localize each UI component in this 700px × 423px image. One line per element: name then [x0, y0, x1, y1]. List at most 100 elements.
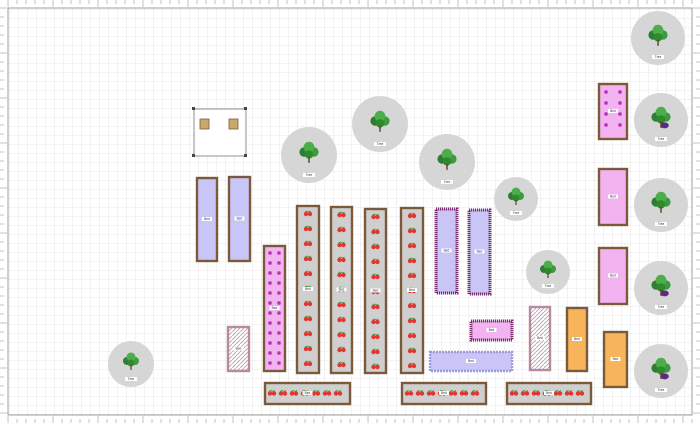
bed-label: Bed [537, 336, 543, 340]
tree-label: Tree [545, 284, 552, 288]
garden-bed[interactable]: Bed [597, 167, 629, 227]
selected-object[interactable] [192, 107, 247, 157]
garden-bed[interactable]: Bed [262, 244, 287, 373]
leaf-icon [338, 241, 345, 244]
tomato-icon [303, 226, 309, 232]
tomato-icon [411, 363, 417, 369]
tomato-icon [307, 331, 313, 337]
leaf-icon [338, 211, 345, 214]
tomato-icon [337, 347, 342, 353]
tree-label-bg [655, 305, 667, 309]
resize-handle[interactable] [244, 107, 247, 110]
shrub-icon [374, 110, 386, 122]
leaf-icon [408, 272, 416, 275]
tomato-icon [341, 362, 346, 368]
leaf-icon [323, 390, 331, 392]
leaf-icon [554, 390, 562, 392]
tomato-icon [411, 213, 417, 219]
bed-label-bg [370, 288, 381, 293]
tomato-icon [407, 213, 413, 219]
garden-bed[interactable]: Bed [602, 330, 629, 389]
crate-icon[interactable] [199, 118, 210, 130]
shrub-icon [655, 274, 667, 286]
bed-label-bg [608, 273, 618, 278]
resize-handle[interactable] [192, 107, 195, 110]
eggplant-icon [660, 373, 669, 380]
garden-bed[interactable]: Bed [195, 176, 219, 263]
bed-label-bg [233, 346, 244, 351]
tree[interactable]: Tree [634, 344, 688, 398]
tomato-icon [430, 391, 436, 396]
tree[interactable]: Tree [634, 261, 688, 315]
bed-label: Bed [339, 288, 345, 292]
bed-label: Bed [444, 249, 450, 253]
tomato-icon [407, 363, 413, 369]
tree[interactable]: Tree [108, 341, 154, 387]
tree-label: Tree [658, 388, 665, 392]
tree[interactable]: Tree [352, 96, 408, 152]
leaf-icon [304, 240, 312, 243]
tomato-icon [293, 391, 299, 396]
tree[interactable]: Tree [281, 127, 337, 183]
leaf-icon [279, 390, 287, 392]
tree[interactable]: Tree [494, 177, 538, 221]
flower-icon [269, 342, 271, 344]
tree[interactable]: Tree [631, 11, 685, 65]
bed-label-bg [544, 391, 554, 395]
garden-bed[interactable]: Bed [263, 381, 352, 406]
tomato-icon [341, 332, 346, 338]
garden-bed[interactable]: Bed [295, 204, 321, 375]
flower-icon [269, 322, 271, 324]
garden-bed[interactable]: Bed [227, 175, 252, 263]
leaf-icon [304, 225, 312, 228]
tomato-icon [371, 364, 376, 370]
crate-icon[interactable] [228, 118, 239, 130]
tree[interactable]: Tree [526, 250, 570, 294]
tomato-icon [307, 316, 313, 322]
tomato-icon [282, 391, 288, 396]
leaf-icon [408, 347, 416, 350]
garden-bed[interactable]: Bed [329, 205, 354, 375]
tree[interactable]: Tree [634, 178, 688, 232]
garden-bed[interactable]: Bed [400, 381, 488, 406]
tree-label: Tree [444, 180, 451, 184]
tree[interactable]: Tree [419, 134, 475, 190]
resize-handle[interactable] [244, 154, 247, 157]
tomato-icon [289, 391, 295, 396]
tomato-icon [307, 256, 313, 262]
leaf-icon [576, 390, 584, 392]
tomato-icon [303, 331, 309, 337]
garden-bed[interactable]: Bed [505, 381, 593, 406]
tomato-icon [307, 301, 313, 307]
leaf-icon [449, 390, 457, 392]
garden-bed[interactable]: Bed [434, 207, 459, 295]
trees: TreeTreeTreeTreeTreeTreeTreeTreeTreeTree… [108, 11, 688, 398]
tomato-icon [337, 362, 342, 368]
garden-bed[interactable]: Bed [399, 206, 425, 375]
flower-icon [278, 332, 280, 334]
leaf-icon [521, 390, 529, 392]
bed-label-bg [303, 287, 313, 291]
garden-bed[interactable]: Bed [528, 305, 552, 372]
flower-icon [605, 124, 607, 126]
garden-bed[interactable]: Bed [467, 208, 492, 296]
garden-bed[interactable]: Bed [565, 306, 589, 373]
leaf-icon [290, 390, 298, 392]
tomato-icon [337, 242, 342, 248]
garden-bed[interactable]: Bed [363, 207, 388, 375]
selected-object-frame[interactable] [193, 108, 247, 157]
garden-bed[interactable]: Bed [428, 350, 514, 373]
garden-bed[interactable]: Bed [597, 246, 629, 306]
tomato-icon [375, 334, 380, 340]
garden-bed[interactable]: Bed [469, 319, 514, 342]
bed-label-bg [202, 217, 212, 221]
leaf-icon [460, 390, 468, 392]
flower-icon [605, 91, 607, 93]
tree[interactable]: Tree [634, 93, 688, 147]
garden-bed[interactable]: Bed [226, 325, 251, 373]
garden-bed[interactable]: Bed [597, 82, 629, 141]
resize-handle[interactable] [192, 154, 195, 157]
shrub-icon [656, 366, 666, 375]
